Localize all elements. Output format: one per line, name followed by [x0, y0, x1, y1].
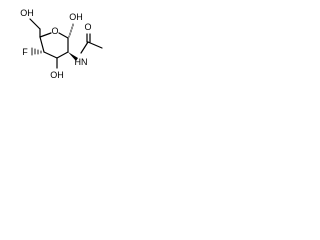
bond-c4-f-hashed [31, 47, 42, 56]
bond-c3-c4 [43, 51, 58, 59]
bond-o-c1 [58, 32, 69, 39]
bond-n-carbonyl [80, 41, 89, 54]
bond-c2-c3 [56, 51, 69, 59]
label-c3-oh: OH [50, 70, 64, 80]
molecule-structure-diagram: OH O OH F OH HN O [20, 8, 103, 80]
label-fluorine: F [22, 47, 28, 57]
label-ring-oxygen: O [51, 26, 58, 36]
label-carbonyl-oxygen: O [84, 22, 91, 32]
bond-c4-c5 [39, 36, 45, 53]
label-anomeric-oh: OH [69, 12, 83, 22]
label-primary-oh: OH [20, 8, 34, 18]
bond-ch2-oh [29, 18, 41, 30]
bond-c1-oh-hashed [68, 23, 74, 38]
bond-c5-o [39, 32, 52, 38]
bond-carbonyl-methyl [87, 41, 103, 49]
label-amide-hn: HN [75, 57, 88, 67]
bond-c2-n-wedge [68, 52, 78, 61]
